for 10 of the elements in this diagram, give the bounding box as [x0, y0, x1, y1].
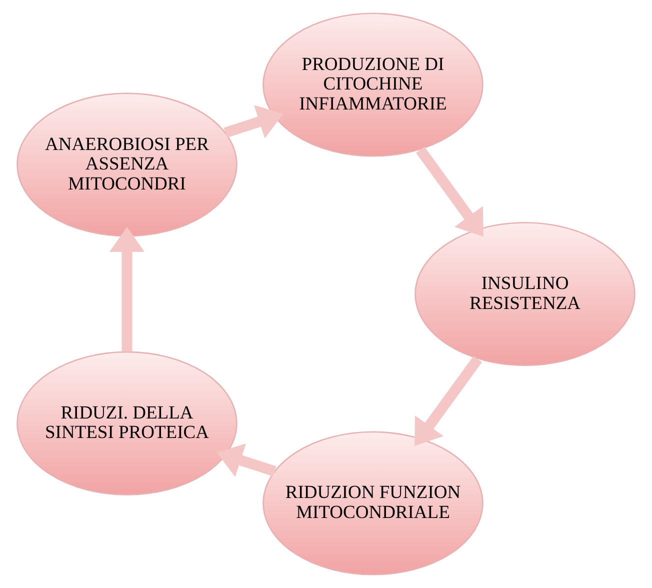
- arrow: [414, 356, 482, 446]
- arrow: [416, 146, 484, 237]
- node-ellipse: PRODUZIONE DI CITOCHINE INFIAMMATORIE: [262, 12, 484, 157]
- node-ellipse: RIDUZI. DELLA SINTESI PROTEICA: [16, 351, 238, 496]
- arrow: [109, 226, 145, 352]
- arrow: [216, 444, 276, 477]
- arrow: [224, 104, 284, 138]
- node-ellipse: ANAEROBIOSI PER ASSENZA MITOCONDRI: [16, 92, 238, 237]
- node-ellipse: RIDUZION FUNZION MITOCONDRIALE: [262, 431, 484, 576]
- node-ellipse: INSULINO RESISTENZA: [414, 222, 636, 366]
